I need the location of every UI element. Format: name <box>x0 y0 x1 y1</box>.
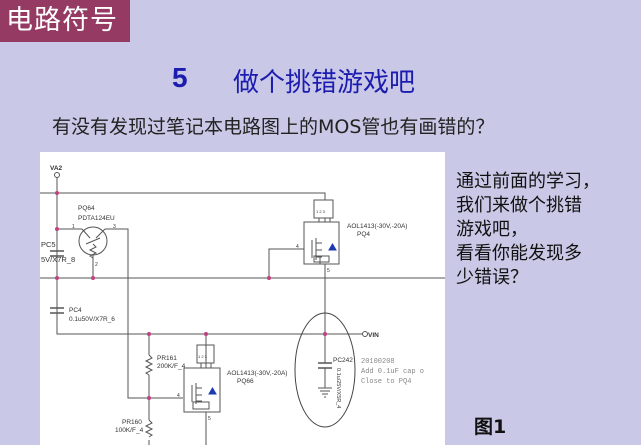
pin-label: 5 <box>327 268 330 274</box>
pr161-ref: PR161 <box>157 355 177 362</box>
pq4-spec: AOL1413(-30V,-20A) <box>347 223 407 230</box>
pr160-ref: PR160 <box>122 419 142 426</box>
note-line: Close to PQ4 <box>361 378 411 386</box>
pin-label: 5 <box>208 416 211 422</box>
pq66-spec: AOL1413(-30V,-20A) <box>227 370 287 377</box>
side-text-line: 少错误？ <box>456 267 528 288</box>
pq66-ref: PQ66 <box>237 378 254 385</box>
pc5-value: 5V/X7R_8 <box>41 255 75 264</box>
section-badge: 电路符号 <box>0 0 130 42</box>
va2-label: VA2 <box>50 165 63 172</box>
pc242-ref: PC242 <box>333 357 353 364</box>
pin-label: 2 <box>95 262 98 268</box>
note-line: Add 0.1uF cap o <box>361 368 424 376</box>
circuit-diagram: VA2 VIN PQ64 PDTA124EU 1 3 2 PC5 5V/X7R_… <box>40 152 445 445</box>
pc242-value: 0.1u/25V/X5R_4 <box>335 368 341 408</box>
note-line: 20100208 <box>361 358 395 366</box>
vin-label: VIN <box>368 332 379 339</box>
pq64-ref: PQ64 <box>78 205 95 212</box>
pin-label: 1 <box>72 224 75 230</box>
pin-label: 4 <box>177 393 180 399</box>
pin-label: 1 2 3 <box>198 354 208 359</box>
side-text-line: 看看你能发现多 <box>456 243 582 264</box>
pin-label: 3 <box>113 224 116 230</box>
pc4-ref: PC4 <box>69 307 82 314</box>
junction-dots <box>55 191 327 400</box>
pr160-value: 100K/F_4 <box>115 427 144 434</box>
pc4-value: 0.1u50V/X7R_6 <box>69 316 115 323</box>
title-text: 做个挑错游戏吧 <box>233 68 416 98</box>
side-text-line: 我们来做个挑错 <box>456 195 582 216</box>
figure-label: 图1 <box>474 416 507 438</box>
pin-label: 1 2 3 <box>316 209 326 214</box>
side-text-line: 通过前面的学习， <box>456 171 600 192</box>
pq4-ref: PQ4 <box>357 231 370 238</box>
title-number: 5 <box>172 62 188 93</box>
side-text-line: 游戏吧， <box>456 219 528 240</box>
pr161-value: 200K/F_4 <box>157 363 186 370</box>
wires <box>40 175 445 445</box>
pin-label: 4 <box>296 244 299 250</box>
pq64-part: PDTA124EU <box>78 215 115 222</box>
subtitle: 有没有发现过笔记本电路图上的MOS管也有画错的？ <box>52 116 495 138</box>
pc5-ref: PC5 <box>41 240 56 249</box>
side-text: 通过前面的学习， 我们来做个挑错 游戏吧， 看看你能发现多 少错误？ <box>456 170 626 290</box>
